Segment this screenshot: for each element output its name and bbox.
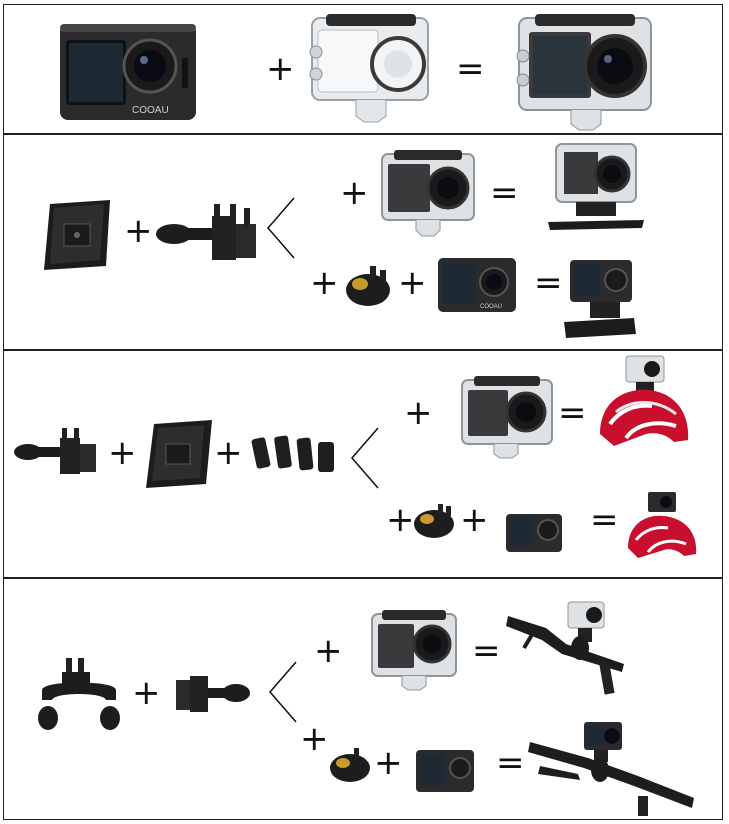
equals-sign: = [558,393,587,433]
equals-sign: = [472,631,501,671]
tripod-adapter-image [410,500,460,544]
plus-sign: + [386,500,415,540]
camera-on-flat-mount-image [546,140,646,232]
camera-in-case-image [378,148,478,238]
quick-release-buckle-image [152,198,264,268]
plus-sign: + [132,673,161,713]
camera-on-tripod-adapter-image [560,258,642,340]
equals-sign: = [590,500,619,540]
action-camera-image: COOAU [58,18,198,123]
action-camera-image [504,512,564,554]
plus-sign: + [310,263,339,303]
plus-sign: + [214,433,243,473]
plus-sign: + [374,743,403,783]
helmet-straps-image [250,428,340,476]
adhesive-mount-image [40,196,116,274]
quick-release-buckle-image [10,424,102,480]
equals-sign: = [456,49,485,89]
camera-on-handlebar-image [506,598,630,698]
action-camera-image [414,748,476,794]
plus-sign: + [314,631,343,671]
camera-on-handlebar-image [528,718,696,818]
camera-in-case-image [515,12,655,134]
branch-bracket [269,661,297,723]
equals-sign: = [496,743,525,783]
plus-sign: + [398,263,427,303]
handlebar-mount-image [36,656,122,732]
tripod-adapter-image [340,262,396,312]
camera-brand-logo: COOAU [480,304,502,310]
panel-helmet-mount [3,350,723,578]
branch-bracket [351,427,379,489]
camera-in-case-image [368,608,460,692]
camera-brand-logo: COOAU [132,105,169,116]
plus-sign: + [124,211,153,251]
camera-on-helmet-image [596,354,692,454]
plus-sign: + [404,393,433,433]
plus-sign: + [108,433,137,473]
tripod-adapter-image [326,744,374,786]
quick-release-buckle-image [172,670,252,718]
plus-sign: + [266,49,295,89]
plus-sign: + [340,173,369,213]
action-camera-image: COOAU [436,256,518,314]
waterproof-case-image [308,12,433,130]
branch-bracket [267,197,295,259]
camera-in-case-image [458,374,556,460]
plus-sign: + [300,719,329,759]
equals-sign: = [534,263,563,303]
camera-on-helmet-image [624,490,700,562]
equals-sign: = [490,173,519,213]
adhesive-mount-image [142,418,216,490]
plus-sign: + [460,500,489,540]
